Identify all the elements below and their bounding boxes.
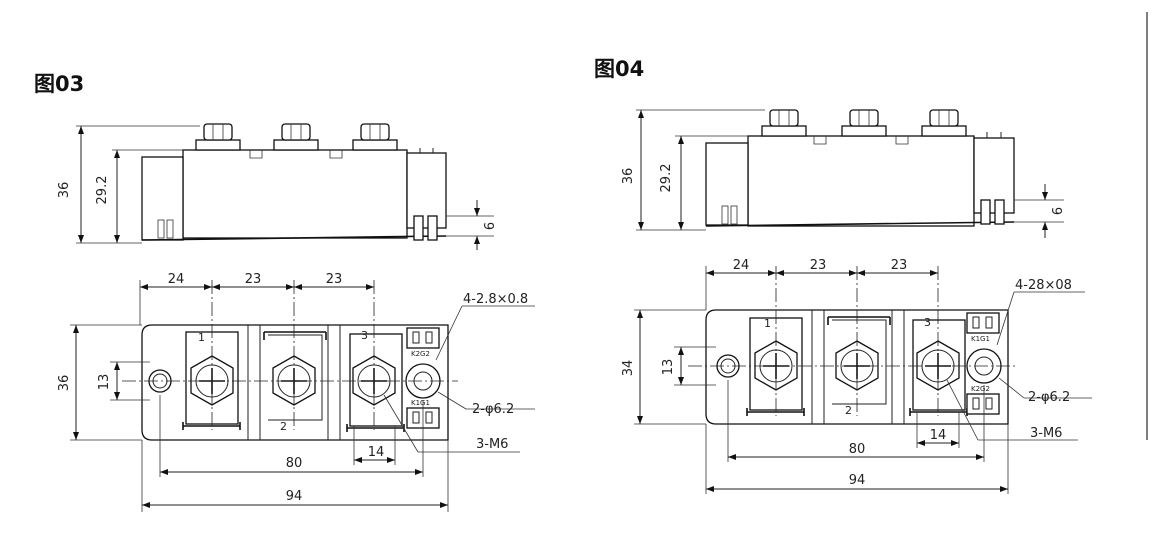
- dim-mount-offset: 13: [97, 374, 112, 391]
- callout-holes: 2-φ6.2: [472, 402, 514, 417]
- dim-mount-offset: 13: [661, 359, 676, 376]
- module-body: [182, 149, 408, 239]
- dim-pitch-2: 23: [245, 272, 262, 287]
- connector-label-lower: K1G1: [411, 399, 430, 407]
- dim-pin-height: 9: [1048, 207, 1063, 215]
- bolt-1: [761, 109, 807, 137]
- dim-hole-spacing: 80: [286, 456, 303, 471]
- connector-label-lower: K2G2: [971, 385, 990, 393]
- callout-holes: 2-φ6.2: [1028, 390, 1070, 405]
- terminal-number-1: 1: [764, 317, 771, 330]
- callout-screws: 3-M6: [1030, 426, 1062, 441]
- dim-length: 94: [286, 489, 303, 504]
- terminal-number-2: 2: [280, 420, 287, 433]
- dim-screw-spacing: 14: [368, 445, 385, 460]
- left-end-block: [141, 156, 184, 241]
- bolt-3: [352, 123, 398, 151]
- dim-length: 94: [849, 473, 866, 488]
- figure-03-top-view: K2G2 K1G1 1 2 3 24 23 23 36: [57, 272, 535, 512]
- dim-pitch-1: 24: [733, 258, 750, 273]
- dim-overall-height: 36: [621, 168, 636, 185]
- right-end-block: [973, 137, 1015, 214]
- gate-connector-upper: [406, 327, 440, 349]
- figure-04-side-view: 36 29.2 9: [621, 109, 1064, 238]
- terminal-number-2: 2: [845, 404, 852, 417]
- terminal-number-3: 3: [361, 329, 368, 342]
- module-body: [747, 135, 975, 227]
- figure-03-side-view: 36 29.2 9: [57, 123, 495, 250]
- dim-pitch-3: 23: [891, 258, 908, 273]
- left-end-block: [705, 142, 749, 226]
- figure-04-title: 图04: [594, 57, 645, 81]
- dim-pitch-3: 23: [326, 272, 343, 287]
- dim-pitch-1: 24: [168, 272, 185, 287]
- connector-label-upper: K2G2: [411, 350, 430, 358]
- connector-label-upper: K1G1: [971, 335, 990, 343]
- dim-hole-spacing: 80: [849, 442, 866, 457]
- bolt-2: [841, 109, 887, 137]
- dim-pitch-2: 23: [810, 258, 827, 273]
- terminal-number-3: 3: [924, 316, 931, 329]
- right-end-block: [406, 152, 447, 229]
- callout-screws: 3-M6: [476, 437, 508, 452]
- gate-connector-upper: [966, 312, 1000, 334]
- bolt-3: [921, 109, 967, 137]
- dim-overall-width: 36: [57, 375, 72, 392]
- dim-body-height: 29.2: [659, 164, 674, 193]
- terminal-number-1: 1: [198, 331, 205, 344]
- callout-pins: 4-2.8×0.8: [463, 292, 528, 307]
- figure-04-top-view: K1G1 K2G2 1 2 3 24 23 23 34: [621, 258, 1092, 494]
- gate-connector-lower: [966, 393, 1000, 415]
- bolt-2: [273, 123, 319, 151]
- dim-body-height: 29.2: [95, 176, 110, 205]
- figure-03-title: 图03: [34, 72, 85, 96]
- dim-pin-height: 9: [480, 222, 495, 230]
- dim-screw-spacing: 14: [930, 428, 947, 443]
- bolt-1: [195, 123, 241, 151]
- dim-overall-width: 34: [621, 360, 636, 377]
- callout-pins: 4-28×08: [1015, 278, 1072, 293]
- dim-overall-height: 36: [57, 182, 72, 199]
